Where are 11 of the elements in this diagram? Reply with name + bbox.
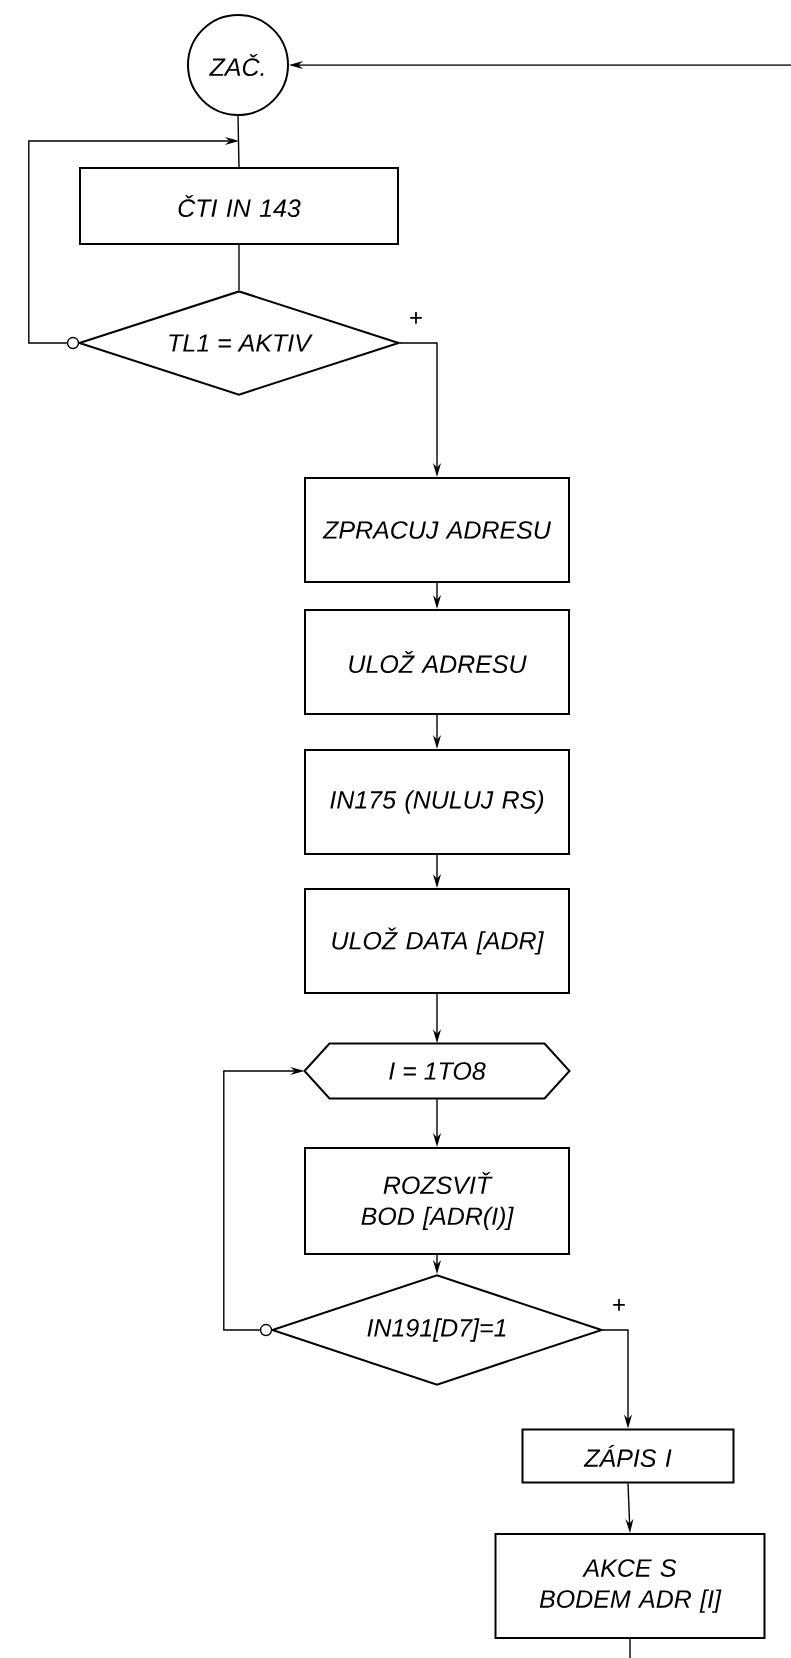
process-box: IN175 (NULUJ RS) [304,749,570,855]
edge-label: + [408,311,424,327]
process-box: ZÁPIS I [521,1428,735,1484]
process-box: ČTI IN 143 [79,167,399,245]
process-box: ULOŽ DATA [ADR] [304,888,570,994]
process-box: ULOŽ ADRESU [304,609,570,715]
edge-label: + [611,1298,627,1314]
loop-hexagon: I = 1TO8 [303,1042,571,1100]
process-box: ZPRACUJ ADRESU [304,477,570,583]
process-box: AKCE S BODEM ADR [I] [494,1533,766,1639]
process-box: ROZSVIŤ BOD [ADR(I)] [304,1147,570,1255]
